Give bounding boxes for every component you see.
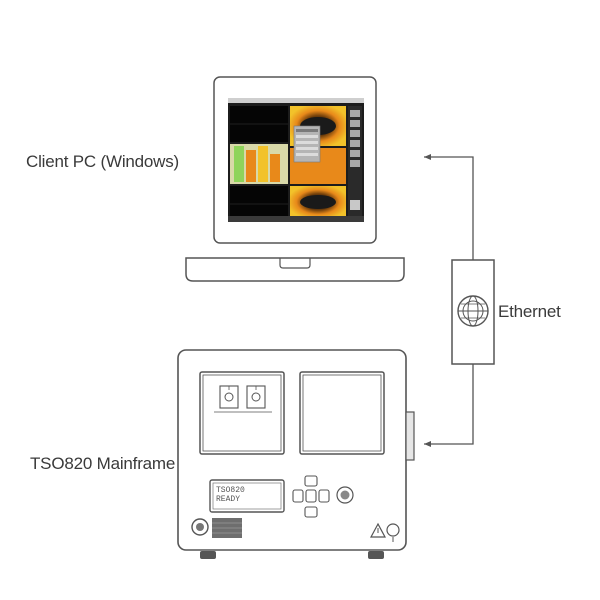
dpad-icon (292, 475, 330, 518)
power-button-icon (191, 518, 209, 536)
module-bay-left (199, 371, 285, 455)
knob-icon (336, 486, 354, 504)
ethernet-box (451, 259, 495, 365)
front-port (386, 523, 400, 542)
module-connector-1 (219, 385, 239, 409)
laptop (185, 76, 405, 282)
mainframe-foot-left (200, 551, 216, 559)
client-pc-label: Client PC (Windows) (26, 152, 180, 171)
ethernet-globe-icon (457, 295, 489, 327)
mainframe-lcd (209, 479, 285, 513)
connection-lines (424, 154, 474, 447)
warning-triangle-icon (369, 522, 387, 538)
ethernet-label: Ethernet (498, 302, 561, 321)
mainframe-foot-right (368, 551, 384, 559)
laptop-screen (228, 98, 364, 222)
laptop-base (185, 257, 405, 282)
module-bay-right (299, 371, 385, 455)
mainframe-label: TSO820 Mainframe (30, 454, 176, 473)
vent-grille (212, 518, 242, 538)
lcd-line-1: TSO820 (216, 486, 245, 495)
laptop-trackpad-notch (279, 258, 311, 269)
module-connector-2 (246, 385, 266, 409)
lcd-line-2: READY (216, 495, 241, 504)
mainframe-side-port (405, 411, 415, 461)
mainframe (177, 349, 415, 559)
